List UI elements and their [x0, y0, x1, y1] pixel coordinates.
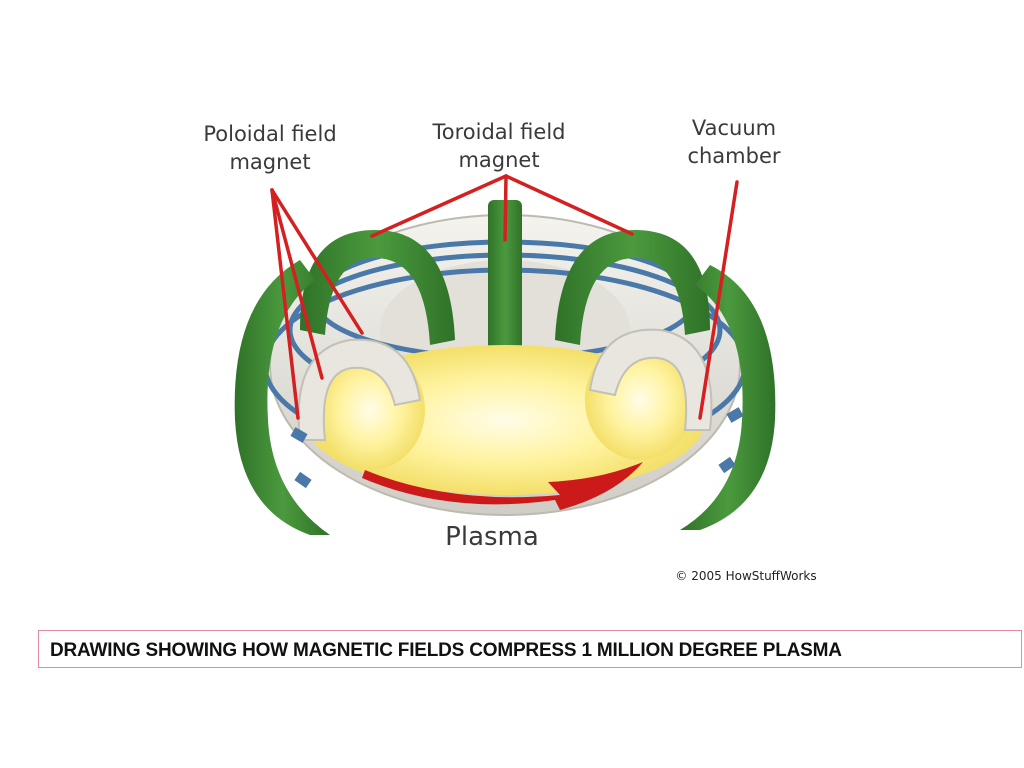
- figure-caption: DRAWING SHOWING HOW MAGNETIC FIELDS COMP…: [50, 640, 842, 661]
- caption-box: DRAWING SHOWING HOW MAGNETIC FIELDS COMP…: [38, 630, 1022, 668]
- vacuum-label-line1: Vacuum: [692, 116, 776, 140]
- poloidal-label-line1: Poloidal field: [203, 122, 336, 146]
- plasma-label: Plasma: [445, 522, 539, 552]
- copyright-credit: © 2005 HowStuffWorks: [675, 569, 816, 583]
- coil-ribs: [290, 407, 744, 489]
- poloidal-label-line2: magnet: [229, 150, 310, 174]
- toroidal-label-line1: Toroidal field: [432, 120, 566, 144]
- toroidal-label-line2: magnet: [458, 148, 539, 172]
- leader-lines: [270, 174, 739, 420]
- vacuum-label-line2: chamber: [687, 144, 780, 168]
- plasma-flow-arrow: [362, 462, 643, 510]
- poloidal-field-magnets: [234, 260, 776, 535]
